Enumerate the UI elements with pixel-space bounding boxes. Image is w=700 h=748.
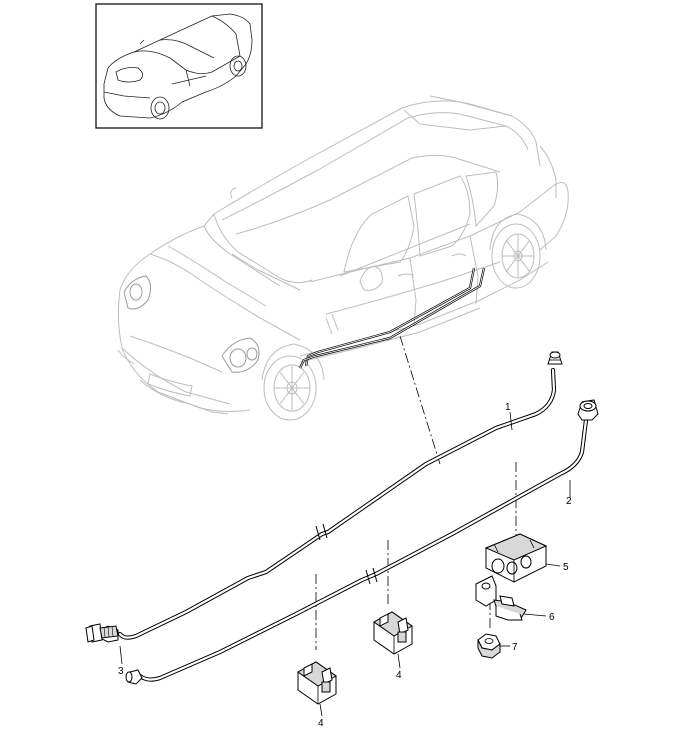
leader-3	[119, 645, 123, 665]
leader-1	[509, 411, 513, 431]
callout-2: 2	[566, 496, 572, 507]
line-holder-icon	[373, 611, 413, 655]
callouts: 1 2 3 4 4 5 6 7	[118, 402, 572, 729]
callout-5: 5	[563, 562, 569, 573]
callout-6: 6	[549, 612, 555, 623]
vehicle-outline-icon	[117, 95, 569, 421]
holder-block-icon	[484, 533, 548, 583]
nut-icon	[477, 633, 501, 659]
overview-thumbnail	[95, 3, 263, 129]
callout-1: 1	[505, 402, 511, 413]
bracket-icon	[475, 575, 527, 621]
leader-4a	[319, 703, 323, 717]
callout-7: 7	[512, 642, 518, 653]
leader-4b	[397, 653, 401, 669]
line-clip-icon	[297, 661, 337, 705]
bolt-icon	[85, 623, 119, 643]
leader-6	[523, 613, 547, 617]
callout-4b: 4	[396, 670, 402, 681]
car-overview-icon	[103, 13, 253, 120]
callout-4a: 4	[318, 718, 324, 729]
centerline-vehicle	[399, 335, 441, 465]
callout-3: 3	[118, 666, 124, 677]
brake-line-2-icon	[125, 399, 599, 685]
installed-lines	[299, 267, 486, 369]
leader-5	[545, 563, 561, 567]
